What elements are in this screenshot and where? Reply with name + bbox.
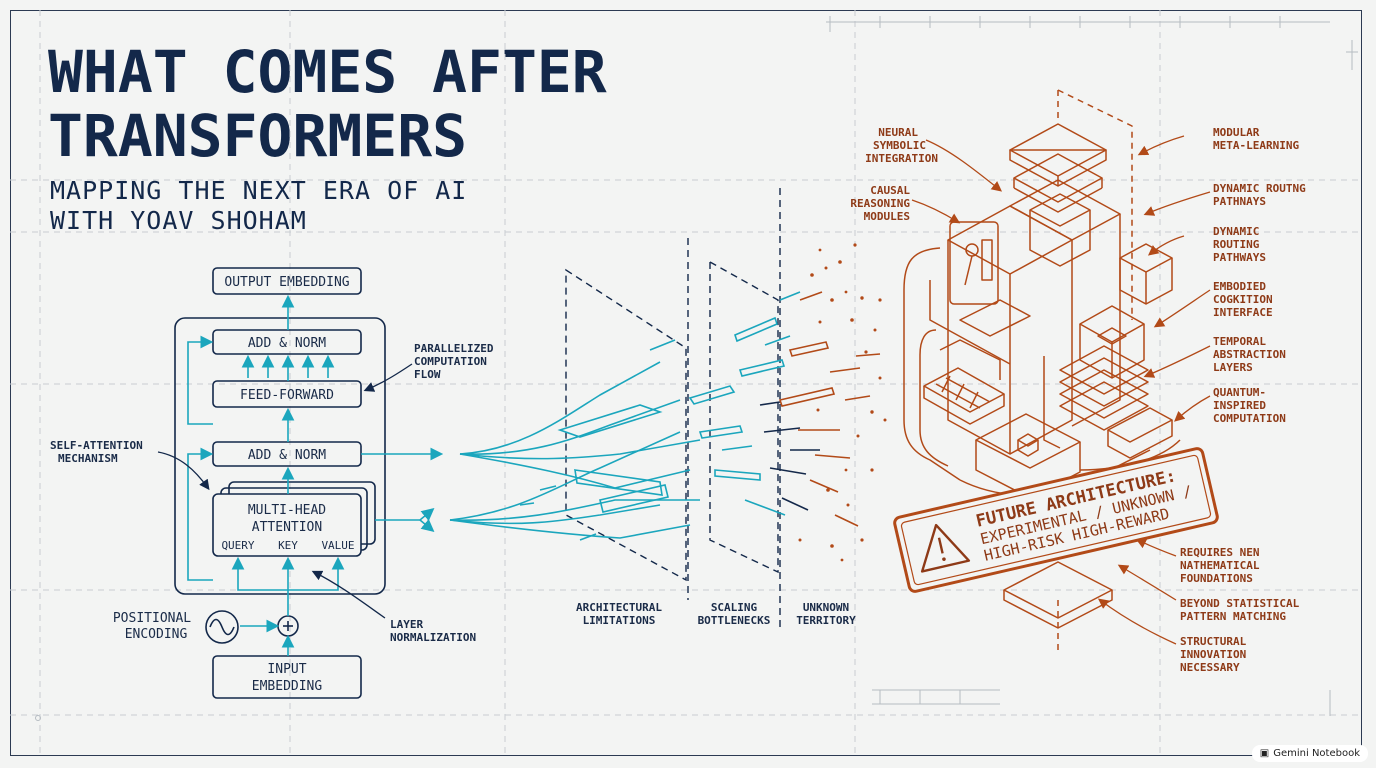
causal-reasoning-label-3: MODULES xyxy=(864,210,910,223)
encoder-stack-frame xyxy=(174,317,386,595)
query-label: QUERY xyxy=(221,539,254,552)
future-label-pointers xyxy=(911,135,1211,645)
modular-meta-label-2: META-LEARNING xyxy=(1213,139,1299,152)
parallel-label-2: COMPUTATION xyxy=(414,355,487,368)
annotation-pointers xyxy=(157,363,413,619)
page-title: WHAT COMES AFTER TRANSFORMERS xyxy=(48,40,607,168)
future-panel-border xyxy=(893,447,1219,593)
zone-dividers xyxy=(565,188,781,630)
layer-norm-label-1: LAYER xyxy=(390,618,423,631)
add-norm-top-label: ADD & NORM xyxy=(248,336,326,351)
requires-math-label-2: NATHEMATICAL xyxy=(1180,559,1260,572)
transformer-labels: OUTPUT EMBEDDING ADD & NORM FEED-FORWARD… xyxy=(113,275,355,694)
neural-symbolic-label-1: NEURAL xyxy=(878,126,918,139)
subtitle-line-2: WITH YOAV SHOHAM xyxy=(50,206,307,235)
watermark-label: Gemini Notebook xyxy=(1273,748,1360,759)
requires-math-label-3: FOUNDATIONS xyxy=(1180,572,1253,585)
causal-reasoning-label-1: CAUSAL xyxy=(870,184,910,197)
rust-particles xyxy=(798,243,887,562)
input-embedding-box xyxy=(212,655,362,699)
output-embedding-box xyxy=(212,267,362,295)
feed-forward-label: FEED-FORWARD xyxy=(240,388,334,403)
parallel-label-1: PARALLELIZED xyxy=(414,342,494,355)
positional-label-line-1: POSITIONAL xyxy=(113,611,191,626)
warning-icon xyxy=(920,523,971,573)
neural-symbolic-label-2: SYMBOLIC xyxy=(873,139,926,152)
structural-label-2: INNOVATION xyxy=(1180,648,1246,661)
future-panel-inner xyxy=(900,454,1212,586)
navy-fragments xyxy=(759,401,820,511)
transformer-flow-arrows xyxy=(187,294,444,656)
dynamic-routing-label-1: DYNAMIC xyxy=(1213,225,1259,238)
page-subtitle: MAPPING THE NEXT ERA OF AI WITH YOAV SHO… xyxy=(50,176,467,236)
key-label: KEY xyxy=(278,539,298,552)
zone-unknown-label-1: UNKNOWN xyxy=(803,601,849,614)
transformer-diagram xyxy=(174,267,386,699)
zone-unknown-label-2: TERRITORY xyxy=(796,614,856,627)
feed-forward-box xyxy=(212,380,362,408)
quantum-label-3: COMPUTATION xyxy=(1213,412,1286,425)
structural-label-3: NECESSARY xyxy=(1180,661,1240,674)
dynamic-routing-label-2: ROUTING xyxy=(1213,238,1260,251)
temporal-label-3: LAYERS xyxy=(1213,361,1253,374)
ruler-marks xyxy=(35,16,1358,721)
modular-meta-label-1: MODULAR xyxy=(1213,126,1260,139)
input-embedding-line-2: EMBEDDING xyxy=(252,679,323,694)
quantum-label-2: INSPIRED xyxy=(1213,399,1266,412)
blueprint-grid xyxy=(10,10,1362,756)
zone-arch-label-1: ARCHITECTURAL xyxy=(576,601,662,614)
transformer-annotations: PARALLELIZED COMPUTATION FLOW SELF-ATTEN… xyxy=(50,342,494,644)
temporal-label-1: TEMPORAL xyxy=(1213,335,1266,348)
future-labels-bottom: REQUIRES NEN NATHEMATICAL FOUNDATIONS BE… xyxy=(1180,546,1300,674)
mha-label-line-2: ATTENTION xyxy=(252,520,322,535)
notebook-icon: ▣ xyxy=(1259,748,1270,759)
zone-labels: ARCHITECTURAL LIMITATIONS SCALING BOTTLE… xyxy=(576,601,856,627)
mha-label-line-1: MULTI-HEAD xyxy=(248,503,326,518)
zone-arch-label-2: LIMITATIONS xyxy=(583,614,656,627)
embodied-label-1: EMBODIED xyxy=(1213,280,1266,293)
dynamic-routng-label-2: PATHNAYS xyxy=(1213,195,1266,208)
future-labels-right: MODULAR META-LEARNING DYNAMIC ROUTNG PAT… xyxy=(1213,126,1306,425)
zone-scaling-label-2: BOTTLENECKS xyxy=(698,614,771,627)
embodied-label-3: INTERFACE xyxy=(1213,306,1273,319)
output-embedding-label: OUTPUT EMBEDDING xyxy=(224,275,349,290)
zone-scaling-label-1: SCALING xyxy=(711,601,758,614)
dynamic-routing-label-3: PATHWAYS xyxy=(1213,251,1266,264)
future-architecture-panel: FUTURE ARCHITECTURE: EXPERIMENTAL / UNKN… xyxy=(893,447,1219,593)
positional-encoding-icon xyxy=(205,610,239,644)
teal-streams xyxy=(449,291,801,541)
subtitle-line-1: MAPPING THE NEXT ERA OF AI xyxy=(50,176,468,205)
watermark-badge: ▣ Gemini Notebook xyxy=(1251,745,1368,762)
requires-math-label-1: REQUIRES NEN xyxy=(1180,546,1259,559)
self-attention-label-2: MECHANISM xyxy=(58,452,118,465)
future-labels-left: NEURAL SYMBOLIC INTEGRATION CAUSAL REASO… xyxy=(850,126,938,223)
beyond-stat-label-1: BEYOND STATISTICAL xyxy=(1180,597,1300,610)
parallel-label-3: FLOW xyxy=(414,368,441,381)
dynamic-routng-label-1: DYNAMIC ROUTNG xyxy=(1213,182,1306,195)
positional-label-line-2: ENCODING xyxy=(125,627,188,642)
temporal-label-2: ABSTRACTION xyxy=(1213,348,1286,361)
embodied-label-2: COGKITION xyxy=(1213,293,1273,306)
layer-norm-label-2: NORMALIZATION xyxy=(390,631,476,644)
sine-wave-icon xyxy=(209,618,235,636)
beyond-stat-label-2: PATTERN MATCHING xyxy=(1180,610,1286,623)
structural-label-1: STRUCTURAL xyxy=(1180,635,1247,648)
title-line-1: WHAT COMES AFTER xyxy=(48,38,607,106)
input-embedding-line-1: INPUT xyxy=(267,662,306,677)
page-frame xyxy=(10,10,1362,756)
causal-reasoning-label-2: REASONING xyxy=(850,197,910,210)
value-label: VALUE xyxy=(321,539,354,552)
rust-fragments xyxy=(778,291,881,527)
add-norm-bottom-label: ADD & NORM xyxy=(248,448,326,463)
self-attention-label-1: SELF-ATTENTION xyxy=(50,439,143,452)
mha-box xyxy=(212,493,362,557)
quantum-label-1: QUANTUM- xyxy=(1213,386,1266,399)
neural-symbolic-label-3: INTEGRATION xyxy=(865,152,938,165)
title-line-2: TRANSFORMERS xyxy=(48,102,468,170)
